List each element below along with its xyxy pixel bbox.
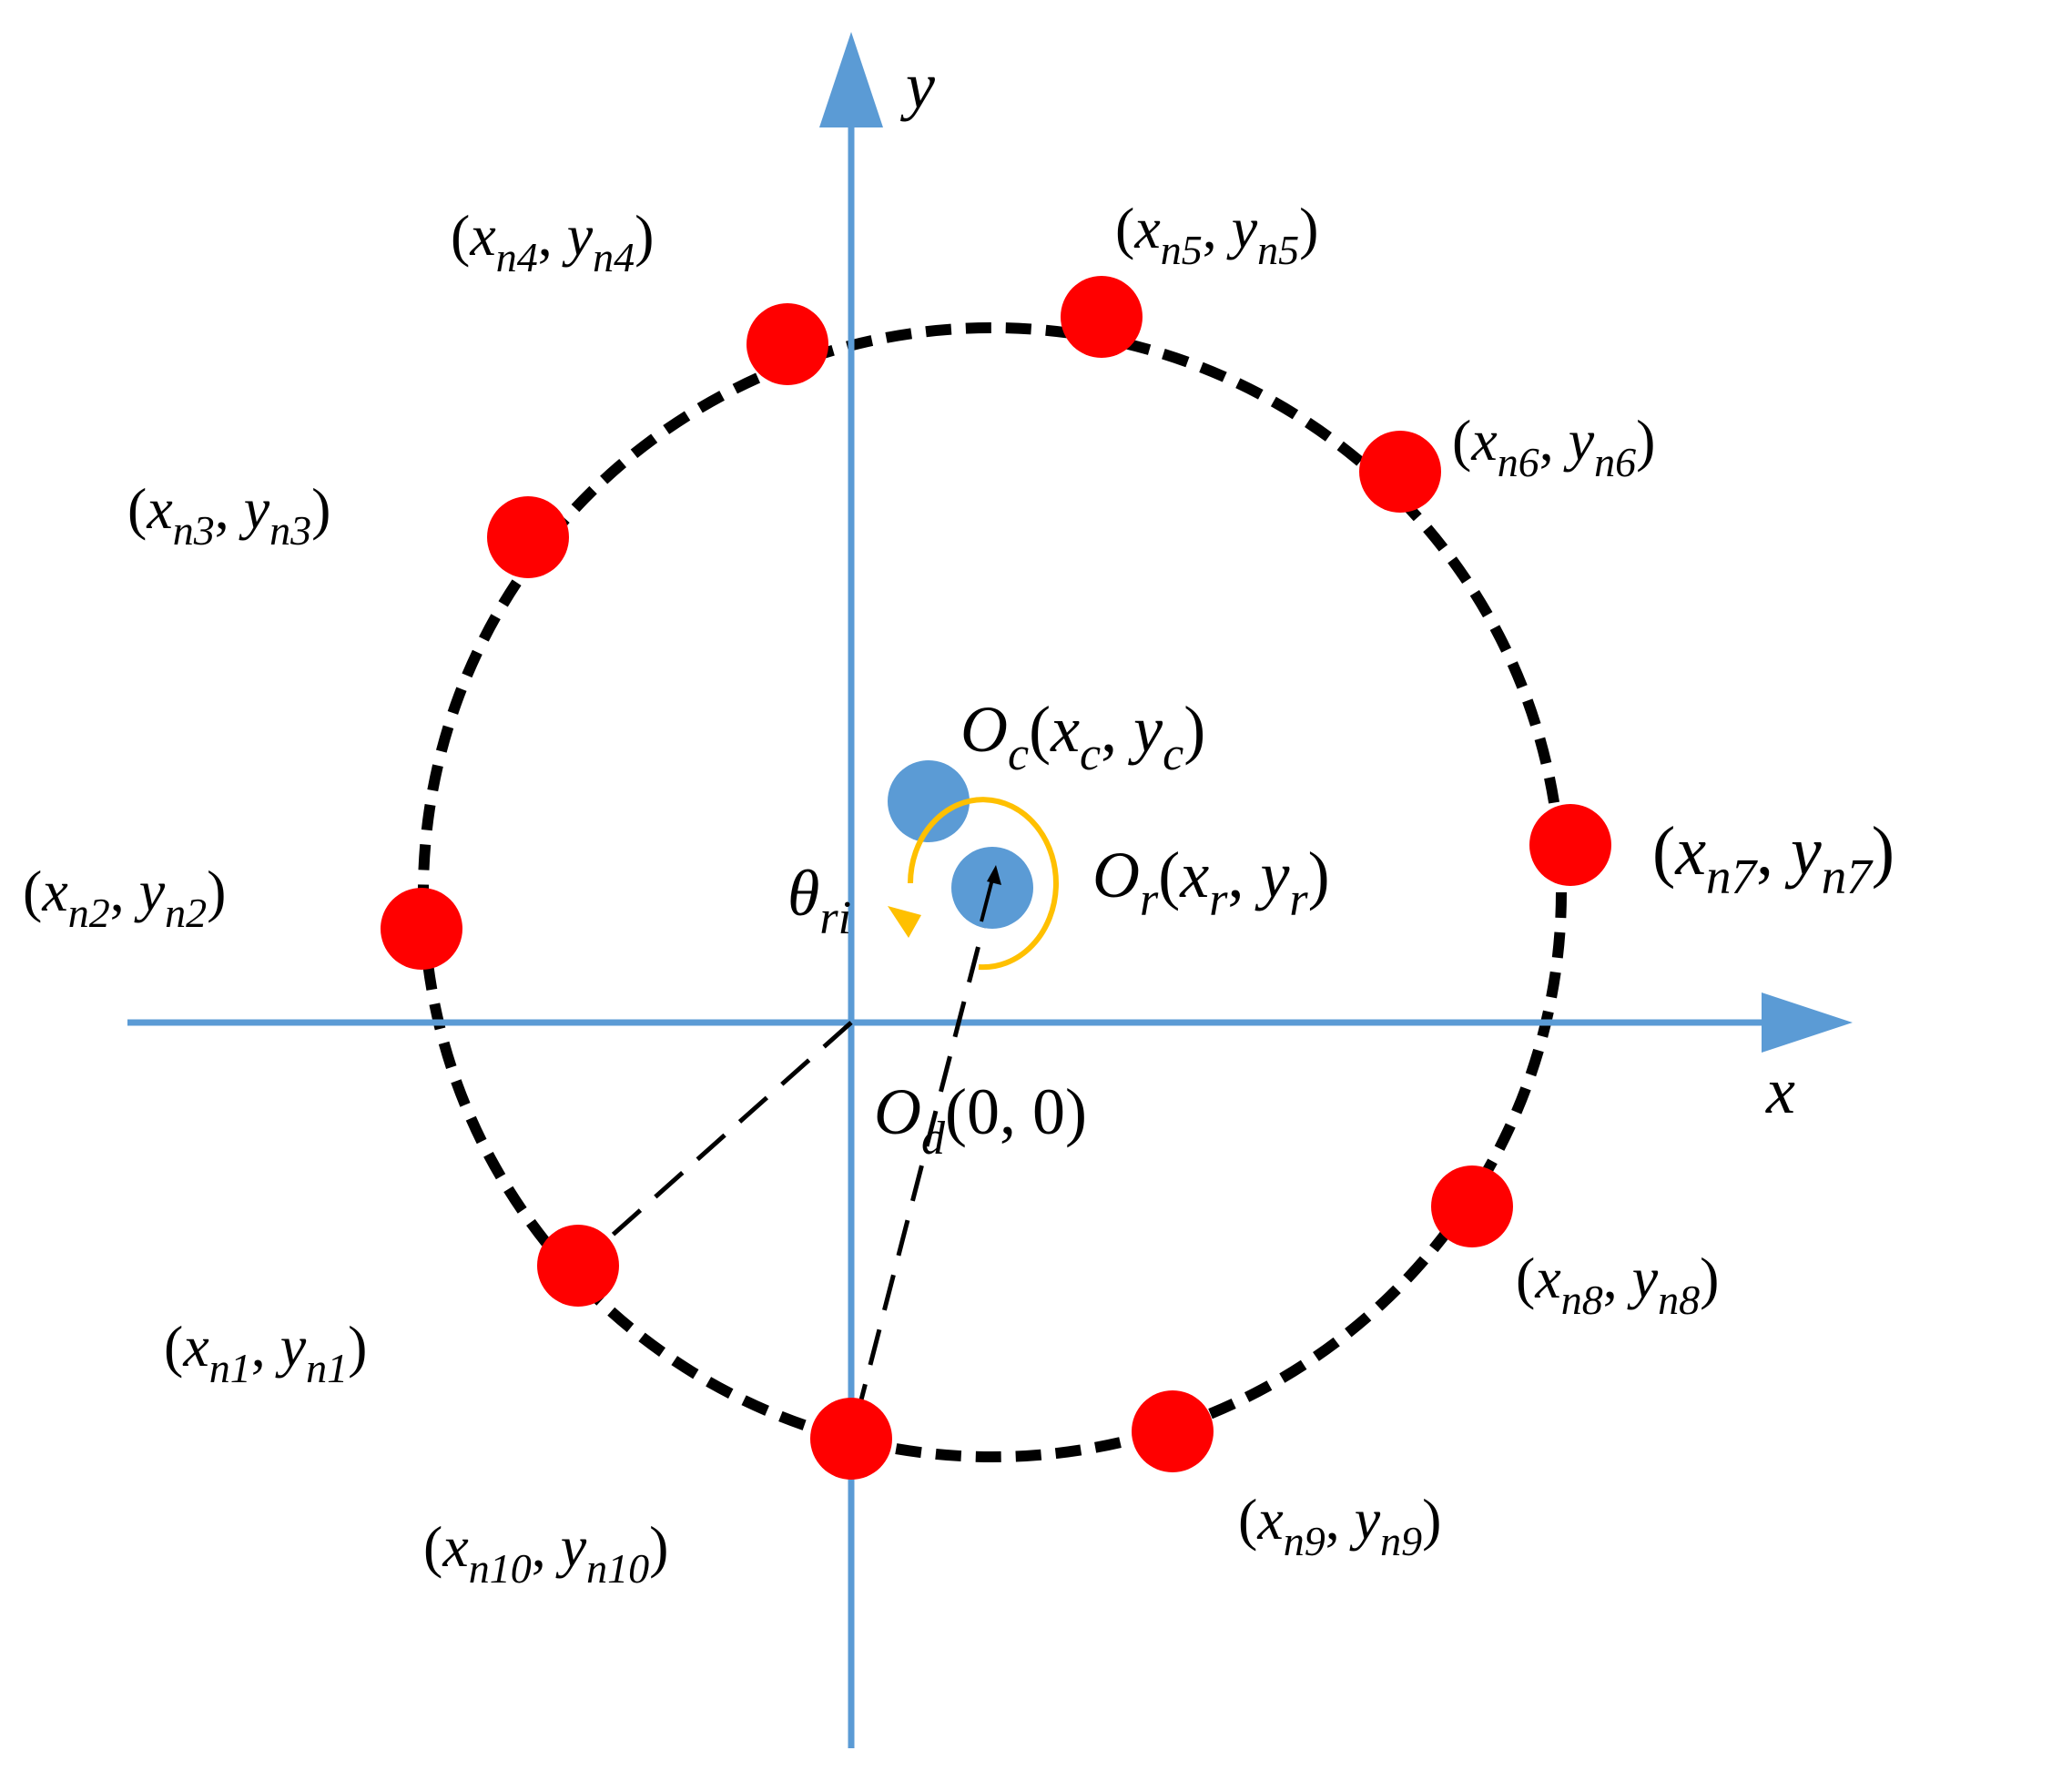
angle-arrowhead-icon bbox=[888, 906, 921, 938]
node-n5: (xn5, yn5) bbox=[1061, 196, 1318, 358]
anchor-nodes: (xn1, yn1) (xn2, yn2) (xn3, yn3) (xn4, yn4)… bbox=[23, 196, 1894, 1592]
node-label-n1: (xn1, yn1) bbox=[164, 1314, 367, 1391]
node-marker-n5 bbox=[1061, 276, 1143, 358]
angle-arc-icon bbox=[908, 797, 1059, 971]
node-label-n10: (xn10, yn10) bbox=[423, 1514, 668, 1592]
node-n8: (xn8, yn8) bbox=[1431, 1165, 1719, 1323]
node-label-n5: (xn5, yn5) bbox=[1115, 196, 1318, 273]
centroid-or-label: Or(xr, yr) bbox=[1092, 839, 1330, 926]
y-axis-arrowhead bbox=[819, 32, 883, 127]
node-label-n6: (xn6, yn6) bbox=[1452, 408, 1655, 485]
node-marker-n8 bbox=[1431, 1165, 1513, 1247]
node-label-n2: (xn2, yn2) bbox=[23, 859, 226, 936]
node-marker-n6 bbox=[1359, 431, 1441, 513]
svg-text:Od(0, 0): Od(0, 0) bbox=[874, 1075, 1087, 1165]
origin-coords: (0, 0) bbox=[945, 1075, 1087, 1148]
node-marker-n1 bbox=[537, 1225, 619, 1307]
origin-label: Od(0, 0) bbox=[874, 1075, 1087, 1165]
node-n7: (xn7, yn7) bbox=[1529, 804, 1894, 904]
origin-sub: d bbox=[921, 1113, 946, 1165]
node-label-n4: (xn4, yn4) bbox=[451, 203, 654, 280]
node-label-n7: (xn7, yn7) bbox=[1652, 813, 1894, 904]
node-n4: (xn4, yn4) bbox=[451, 203, 828, 385]
node-marker-n7 bbox=[1529, 804, 1611, 886]
radius-line-n1 bbox=[576, 1021, 853, 1267]
node-n3: (xn3, yn3) bbox=[127, 476, 569, 578]
node-marker-n10 bbox=[810, 1398, 892, 1480]
centroid-oc-marker bbox=[888, 760, 970, 842]
node-marker-n3 bbox=[487, 496, 569, 578]
node-label-n9: (xn9, yn9) bbox=[1238, 1487, 1441, 1564]
node-marker-n4 bbox=[747, 303, 828, 385]
centroid-or-pointer-head bbox=[987, 865, 1001, 885]
node-n2: (xn2, yn2) bbox=[23, 859, 462, 970]
node-label-n8: (xn8, yn8) bbox=[1516, 1246, 1719, 1323]
node-n9: (xn9, yn9) bbox=[1132, 1390, 1441, 1564]
origin-letter: O bbox=[874, 1075, 921, 1148]
node-marker-n2 bbox=[381, 888, 462, 970]
radius-line-n10 bbox=[848, 891, 995, 1440]
node-n6: (xn6, yn6) bbox=[1359, 408, 1655, 513]
x-axis-arrowhead bbox=[1762, 992, 1853, 1053]
y-axis-label: y bbox=[899, 49, 935, 122]
node-n1: (xn1, yn1) bbox=[164, 1225, 619, 1391]
centroid-or-marker bbox=[951, 847, 1033, 929]
node-n10: (xn10, yn10) bbox=[423, 1398, 892, 1592]
node-label-n3: (xn3, yn3) bbox=[127, 476, 330, 554]
node-marker-n9 bbox=[1132, 1390, 1214, 1472]
angle-label: θri bbox=[787, 857, 851, 944]
x-axis-label: x bbox=[1765, 1054, 1795, 1127]
centroid-oc-label: Oc(xc, yc) bbox=[960, 693, 1205, 780]
